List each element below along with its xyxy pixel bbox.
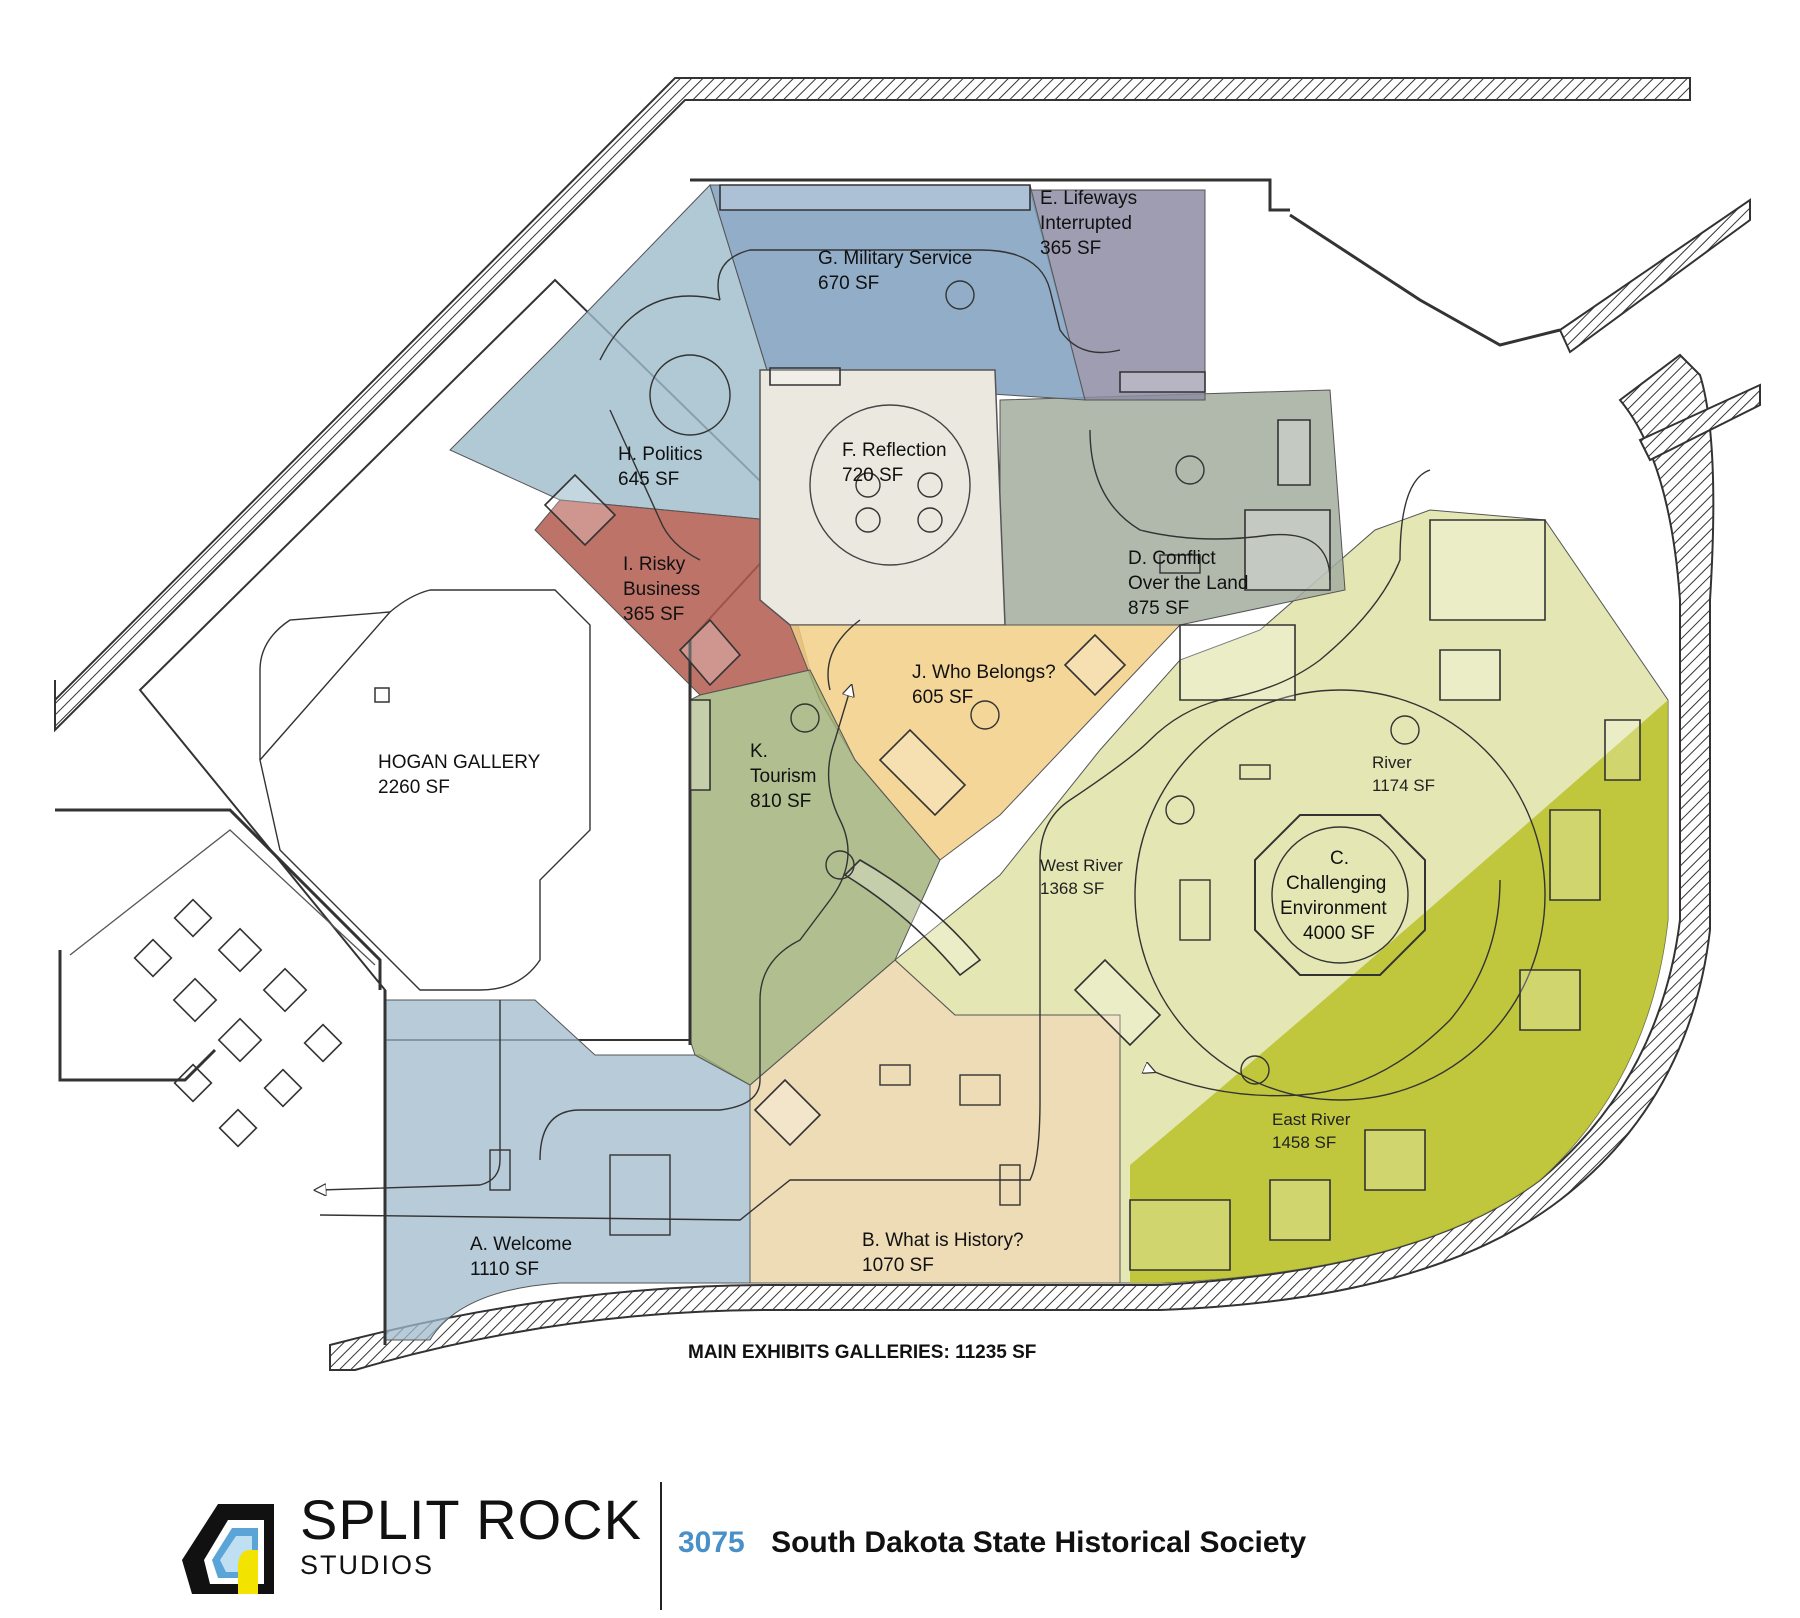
footer-divider xyxy=(660,1482,662,1610)
welcome-label-1: A. Welcome xyxy=(470,1234,572,1255)
politics-label-2: 645 SF xyxy=(618,469,679,490)
challenging-label-4: 4000 SF xyxy=(1303,923,1375,944)
lifeways-label-2: Interrupted xyxy=(1040,213,1132,234)
west-river-label-1: West River xyxy=(1040,856,1123,875)
risky-label-2: Business xyxy=(623,579,700,600)
lobby-area xyxy=(55,808,382,1148)
military-label-2: 670 SF xyxy=(818,273,879,294)
belongs-label-1: J. Who Belongs? xyxy=(912,662,1056,683)
hogan-gallery-label-1: HOGAN GALLERY xyxy=(378,752,541,773)
project-client: South Dakota State Historical Society xyxy=(771,1526,1307,1559)
west-river-label-2: 1368 SF xyxy=(1040,879,1104,898)
project-title: 3075 South Dakota State Historical Socie… xyxy=(678,1526,1306,1560)
circulation-paths xyxy=(320,249,1501,1221)
risky-label-3: 365 SF xyxy=(623,604,684,625)
politics-label-1: H. Politics xyxy=(618,444,702,465)
history-label-1: B. What is History? xyxy=(862,1230,1024,1251)
east-river-label-1: East River xyxy=(1272,1110,1351,1129)
footer: SPLIT ROCK STUDIOS 3075 South Dakota Sta… xyxy=(0,1460,1800,1618)
interior-walls xyxy=(383,184,1641,1345)
belongs-label-2: 605 SF xyxy=(912,687,973,708)
challenging-label-1: C. xyxy=(1330,848,1349,869)
military-label-1: G. Military Service xyxy=(818,248,972,269)
conflict-label-3: 875 SF xyxy=(1128,598,1189,619)
brand-subtitle: STUDIOS xyxy=(300,1550,435,1580)
history-label-2: 1070 SF xyxy=(862,1255,934,1276)
conflict-label-2: Over the Land xyxy=(1128,573,1248,594)
brand-name: SPLIT ROCK xyxy=(300,1488,642,1551)
zone-labels: HOGAN GALLERY 2260 SF A. Welcome 1110 SF… xyxy=(378,188,1435,1363)
river-label-1: River xyxy=(1372,753,1412,772)
central-dais xyxy=(1134,689,1546,1101)
challenging-label-3: Environment xyxy=(1280,898,1387,919)
project-number: 3075 xyxy=(678,1526,745,1559)
zone-c-challenging-dark xyxy=(1130,700,1668,1283)
east-river-label-2: 1458 SF xyxy=(1272,1133,1336,1152)
risky-label-1: I. Risky xyxy=(623,554,686,575)
main-galleries-title: MAIN EXHIBITS GALLERIES: 11235 SF xyxy=(688,1342,1036,1363)
welcome-label-2: 1110 SF xyxy=(470,1259,539,1280)
hogan-gallery-label-2: 2260 SF xyxy=(378,777,450,798)
brand: SPLIT ROCK STUDIOS xyxy=(300,1488,642,1581)
challenging-label-2: Challenging xyxy=(1286,873,1386,894)
conflict-label-1: D. Conflict xyxy=(1128,548,1216,569)
reflection-label-2: 720 SF xyxy=(842,465,903,486)
zone-f-reflection xyxy=(759,369,1006,626)
split-rock-logo xyxy=(182,1504,274,1594)
lifeways-label-3: 365 SF xyxy=(1040,238,1101,259)
river-label-2: 1174 SF xyxy=(1372,776,1435,795)
lifeways-label-1: E. Lifeways xyxy=(1040,188,1137,209)
tourism-label-1: K. xyxy=(750,741,768,762)
furniture-markers xyxy=(489,280,1420,1236)
floor-plan: HOGAN GALLERY 2260 SF A. Welcome 1110 SF… xyxy=(54,77,1761,1371)
tourism-label-2: Tourism xyxy=(750,766,817,787)
building-outer-wall xyxy=(54,77,1761,1371)
tourism-label-3: 810 SF xyxy=(750,791,811,812)
reflection-label-1: F. Reflection xyxy=(842,440,947,461)
